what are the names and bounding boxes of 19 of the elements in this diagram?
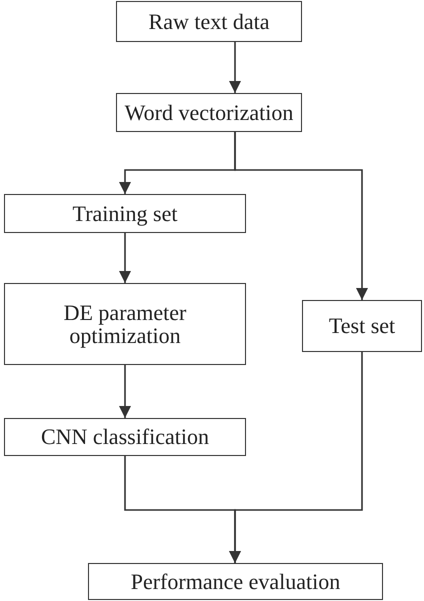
process-box [4,418,246,456]
arrow [229,352,363,563]
process-box [88,563,383,600]
box-label: Performance evaluation [130,570,340,594]
process-box [116,93,302,132]
box-label: Raw text data [148,10,270,34]
arrow [119,233,131,283]
box-label: Word vectorization [124,100,294,124]
box-label: DE parameter optimization [62,300,188,348]
arrow [119,365,131,418]
box-label: Training set [72,202,178,226]
arrow [234,132,368,300]
process-box [116,1,302,42]
box-label: Test set [328,314,396,338]
process-box [302,300,422,352]
arrow [229,42,241,93]
process-box [4,283,246,365]
process-box [4,194,246,233]
box-label: CNN classification [40,425,210,449]
